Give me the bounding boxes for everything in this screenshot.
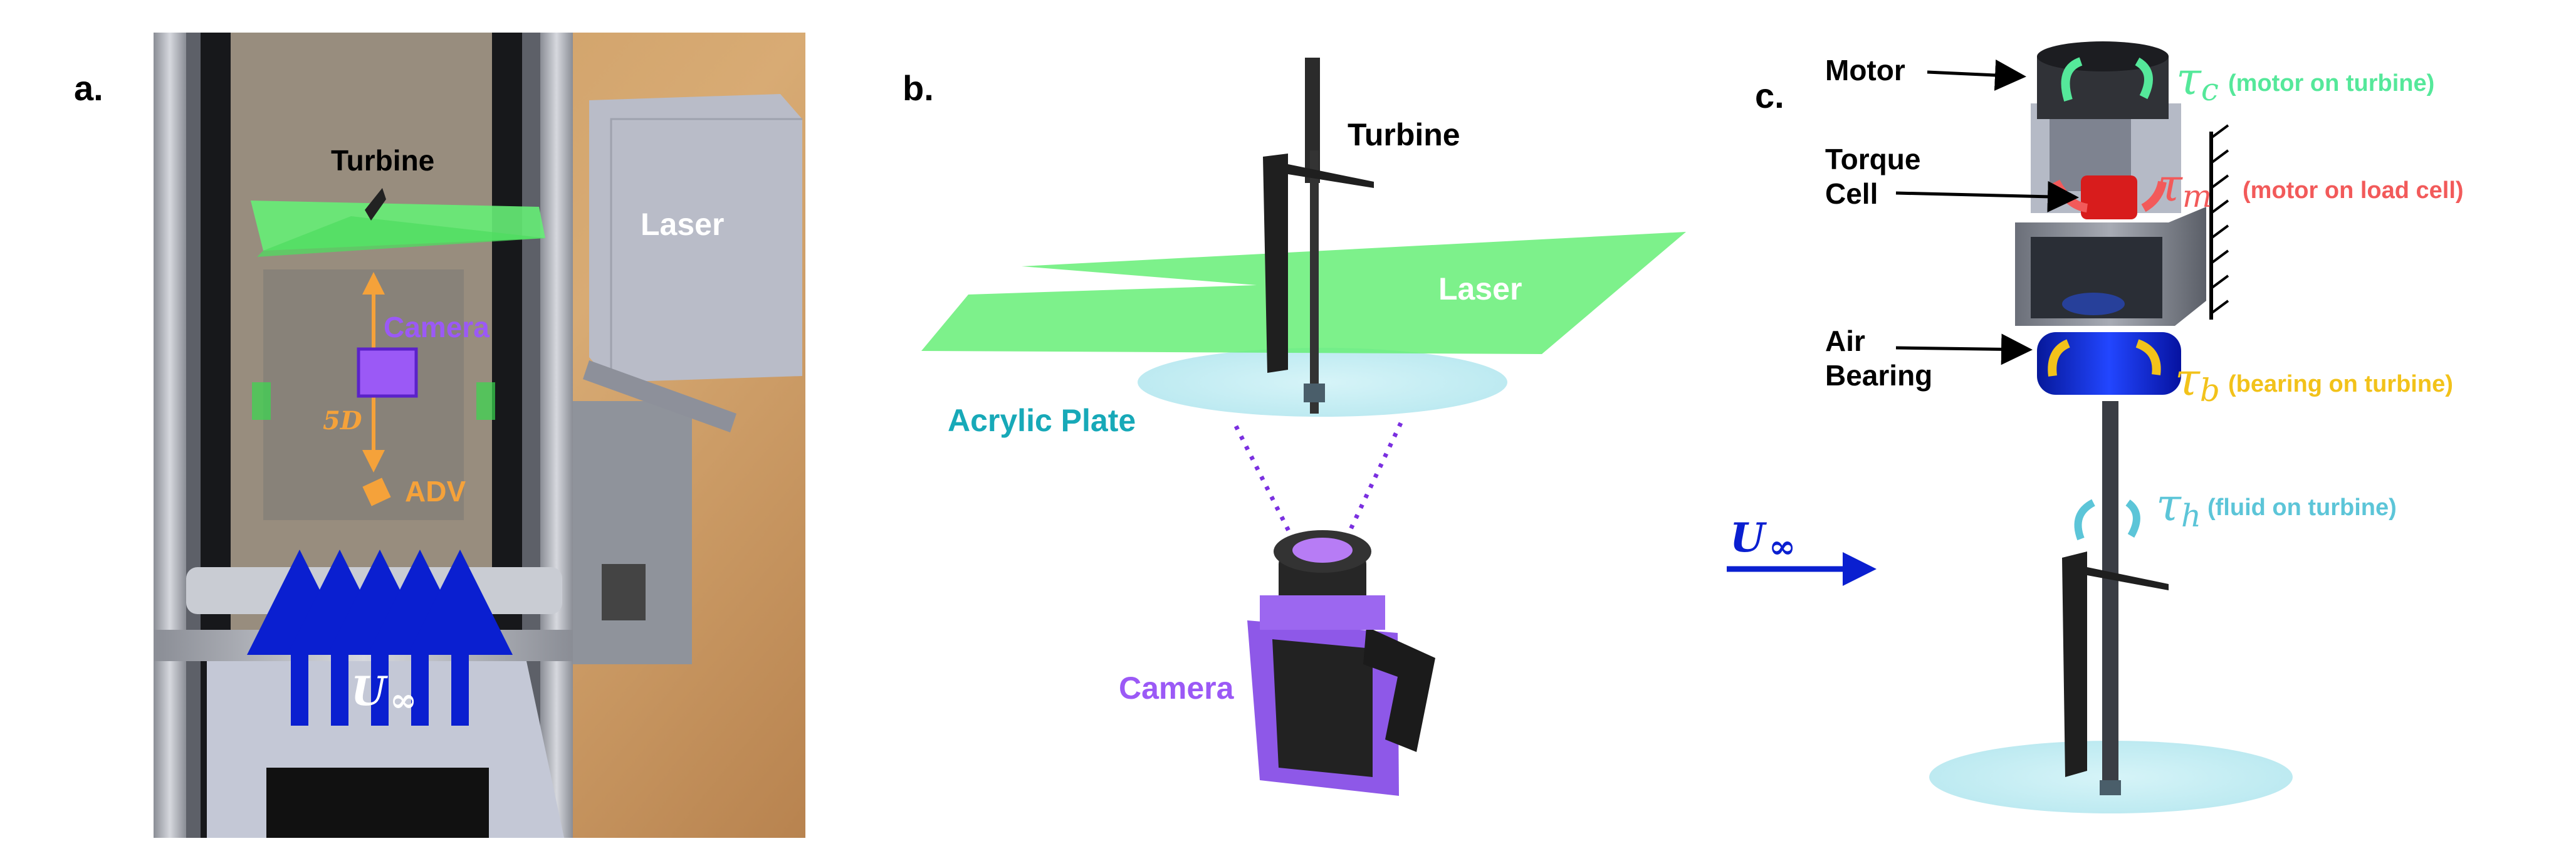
tau-h-arrow-right: [2125, 499, 2140, 538]
camera-marker-a: [357, 347, 418, 398]
air-bearing-label-line2: Bearing: [1825, 359, 1932, 392]
panel-b-label: b.: [903, 68, 934, 108]
flow-symbol-c: U∞: [1730, 514, 1796, 566]
flow-symbol-a-sub: ∞: [390, 681, 417, 719]
motor-label: Motor: [1825, 54, 1905, 86]
tau-c-description: (motor on turbine): [2228, 70, 2434, 97]
tau-b-arrow-left: [2048, 339, 2070, 377]
camera-front-panel: [1272, 639, 1373, 777]
laser-glow-left: [252, 382, 271, 420]
turbine-shaft-b: [1310, 150, 1319, 414]
tau-h-symbol: τh: [2156, 478, 2201, 534]
inlet-gap: [266, 768, 489, 838]
camera-lens-glass: [1292, 538, 1353, 563]
flow-symbol-c-u: U: [1730, 514, 1767, 561]
tau-b-arrow-right: [2135, 339, 2161, 375]
tau-m-tau: τ: [2157, 159, 2183, 211]
camera-b: [1247, 530, 1435, 796]
turbine-label-a: Turbine: [331, 144, 434, 177]
load-cell-disk: [2062, 293, 2125, 315]
camera-grip: [1363, 627, 1435, 752]
laser-label-b: Laser: [1438, 271, 1522, 306]
panel-b: b. Turbine Laser Acrylic Plate Camera: [903, 58, 1686, 796]
turbine-a: [365, 188, 386, 221]
tau-c-symbol: τc: [2176, 52, 2219, 108]
torque-cell-label-line2: Cell: [1825, 177, 1878, 210]
turbine-hub-c: [2100, 780, 2121, 795]
frame-rail-left: [154, 33, 186, 838]
flow-arrows-a: [247, 550, 513, 726]
laser-box: [589, 94, 802, 382]
tau-h-description: (fluid on turbine): [2207, 494, 2397, 521]
laser-arm: [583, 360, 736, 432]
tau-b-tau: τ: [2175, 353, 2201, 405]
side-bracket: [602, 564, 646, 620]
adv-marker: [362, 478, 391, 506]
camera-label-a: Camera: [384, 311, 490, 343]
adv-label: ADV: [405, 475, 466, 508]
turbine-hub-b: [1304, 384, 1325, 402]
turbine-shaft-c: [2102, 401, 2118, 783]
tau-b-symbol: τb: [2175, 353, 2220, 409]
motor-pointer: [1927, 59, 2026, 91]
air-bearing-label-line1: Air: [1825, 325, 1865, 357]
laser-label-a: Laser: [641, 207, 724, 242]
tau-b-description: (bearing on turbine): [2228, 371, 2453, 397]
turbine-strut-c: [2087, 567, 2169, 590]
acrylic-plate-label: Acrylic Plate: [948, 403, 1136, 438]
frame-crossbeam: [154, 630, 573, 661]
flow-symbol-a: U∞: [351, 668, 417, 719]
tau-h-tau: τ: [2156, 478, 2182, 531]
tau-b-sub: b: [2200, 372, 2220, 409]
torque-cell-label-line1: Torque: [1825, 143, 1920, 175]
tau-m-arrow-right: [2141, 180, 2167, 212]
tau-c-sub: c: [2201, 71, 2219, 108]
side-structure: [573, 401, 692, 664]
tau-c-arrow-right: [2135, 57, 2153, 100]
camera-view-line-left: [1233, 425, 1294, 537]
camera-view-line-right: [1345, 422, 1403, 537]
torque-cell-pointer: [1895, 180, 2079, 212]
panel-a-label: a.: [74, 68, 103, 108]
laser-sheet-a-shade: [257, 216, 545, 257]
tau-m-description: (motor on load cell): [2243, 177, 2464, 204]
torque-cell: [2081, 175, 2137, 219]
turbine-blade-c: [2062, 551, 2087, 777]
wall-hatching: [2210, 124, 2229, 315]
tau-c-tau: τ: [2176, 52, 2202, 105]
acrylic-plate-b: [1138, 348, 1507, 417]
panel-a-scene: [154, 33, 805, 838]
frame-rail-right: [540, 33, 573, 838]
tau-h-sub: h: [2181, 498, 2201, 534]
turbine-strut-b: [1288, 164, 1374, 188]
panel-c: c.: [1727, 41, 2464, 813]
tau-m-sub: m: [2182, 178, 2212, 214]
flow-symbol-c-sub: ∞: [1769, 528, 1796, 566]
tau-h-arrow-left: [2074, 499, 2096, 541]
tau-m-symbol: τm: [2157, 159, 2212, 214]
turbine-blade-b: [1263, 154, 1288, 373]
laser-box-edge: [610, 118, 802, 382]
tau-c-arrow-left: [2061, 57, 2083, 102]
panel-a: a.: [74, 33, 805, 838]
panel-c-label: c.: [1755, 76, 1784, 115]
camera-top-band: [1260, 595, 1385, 630]
laser-glow-right: [476, 382, 495, 420]
air-bearing-pointer: [1895, 333, 2033, 365]
laser-sheet-b: [921, 232, 1686, 354]
camera-label-b: Camera: [1119, 671, 1235, 706]
flow-symbol-a-u: U: [351, 668, 389, 715]
turbine-label-b: Turbine: [1348, 117, 1460, 152]
distance-label: 5D: [323, 406, 362, 436]
